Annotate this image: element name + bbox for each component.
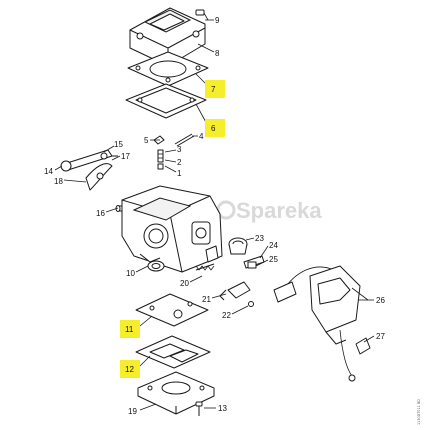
- callout-2: 2: [177, 158, 182, 167]
- part-12-gasket: [135, 335, 211, 369]
- callout-24: 24: [269, 241, 278, 250]
- callout-23: 23: [255, 234, 264, 243]
- part-10-screw: [147, 260, 165, 272]
- lever-linkage: [60, 149, 118, 191]
- callout-numbers: 9 8 7 6 5 4 3 2 1 15 17 14 18 16 10 23 2…: [44, 16, 385, 416]
- callout-8: 8: [215, 49, 220, 58]
- callout-6: 6: [211, 124, 216, 133]
- highlight-boxes: [120, 80, 225, 378]
- highlight-11: [120, 320, 140, 338]
- part-26-wire-assembly: [273, 265, 369, 382]
- watermark-text: Spareka: [236, 198, 322, 223]
- callout-19: 19: [128, 407, 137, 416]
- callout-4: 4: [199, 132, 204, 141]
- highlight-7: [205, 80, 225, 98]
- callout-9: 9: [215, 16, 220, 25]
- part-8-cover: [129, 7, 206, 67]
- callout-3: 3: [177, 145, 182, 154]
- callout-25: 25: [269, 255, 278, 264]
- callout-13: 13: [218, 404, 227, 413]
- part-9-screw: [195, 9, 209, 21]
- part-19-cover: [137, 371, 215, 415]
- watermark: Spareka: [216, 198, 322, 223]
- callout-7: 7: [211, 85, 216, 94]
- callout-27: 27: [376, 332, 385, 341]
- highlight-6: [205, 119, 225, 137]
- parts-24-25: [243, 255, 265, 269]
- part-11-diaphragm: [135, 293, 209, 327]
- needle-valve-assembly: [153, 133, 195, 170]
- highlight-12: [120, 360, 140, 378]
- callout-16: 16: [96, 209, 105, 218]
- callout-10: 10: [126, 269, 135, 278]
- callout-18: 18: [54, 177, 63, 186]
- callout-14: 14: [44, 167, 53, 176]
- part-6-gasket: [125, 83, 207, 119]
- part-13-screw: [195, 401, 203, 416]
- callout-5: 5: [144, 136, 149, 145]
- carburetor-body: [121, 185, 223, 273]
- callout-12: 12: [125, 365, 134, 374]
- callout-17: 17: [121, 152, 130, 161]
- leader-lines: [54, 19, 375, 411]
- callout-20: 20: [180, 279, 189, 288]
- callout-11: 11: [125, 325, 134, 334]
- callout-26: 26: [376, 296, 385, 305]
- reference-code: 1130DT011 BD: [417, 399, 421, 425]
- part-27-screw: [355, 337, 371, 355]
- part-7-diaphragm: [127, 51, 209, 87]
- callout-22: 22: [222, 311, 231, 320]
- part-23-choke: [228, 237, 248, 255]
- callout-1: 1: [177, 169, 182, 178]
- callout-21: 21: [202, 295, 211, 304]
- parts-20-21-22: [195, 263, 254, 307]
- callout-15: 15: [114, 140, 123, 149]
